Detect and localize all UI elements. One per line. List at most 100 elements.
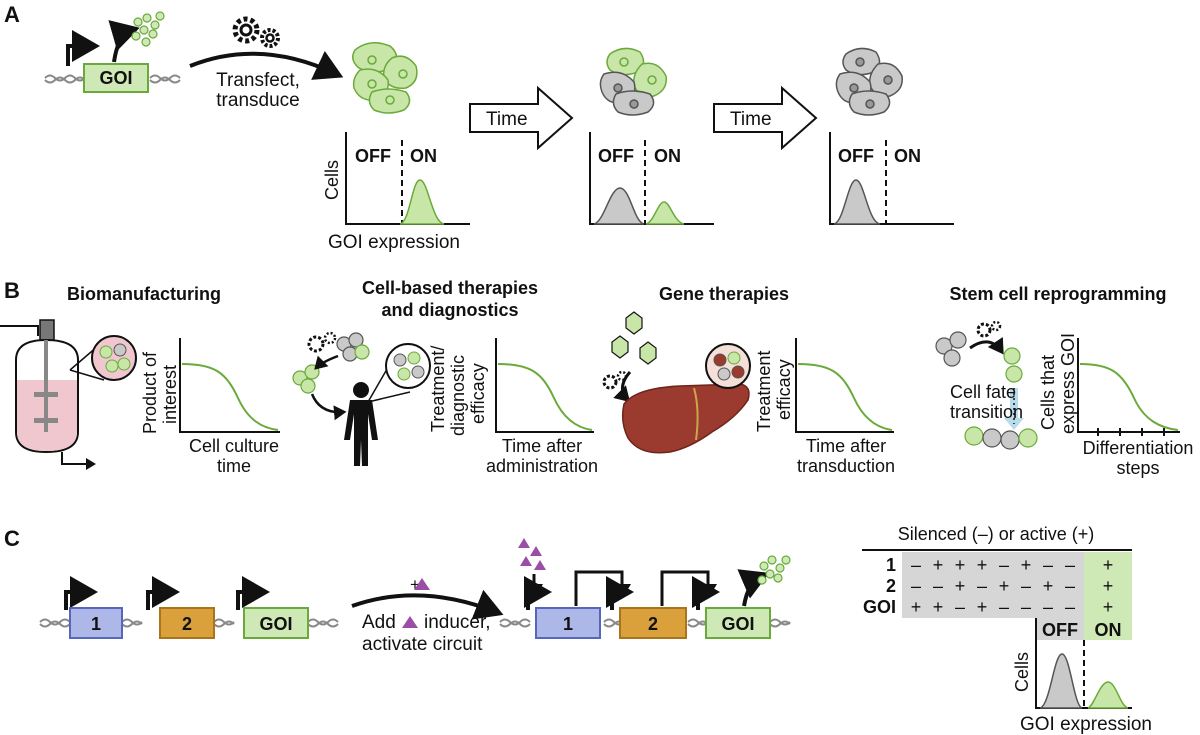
bio-x-label-1: Cell culture — [189, 436, 279, 456]
goi-box-c — [243, 607, 309, 639]
dna-strand-c-active-icon — [499, 618, 791, 628]
expression-arrow-icon — [108, 20, 140, 63]
table-cell: – — [999, 597, 1009, 617]
promoter-2-active-icon — [606, 576, 634, 610]
table-cell: + — [911, 597, 922, 617]
table-cell: + — [1021, 555, 1032, 575]
gene-2-active-box — [619, 607, 687, 639]
chart-gene-therapies — [795, 338, 894, 433]
table-cell: + — [933, 597, 944, 617]
table-cell: + — [1103, 555, 1114, 575]
chart-biomanufacturing — [179, 338, 280, 433]
table-cell: – — [999, 555, 1009, 575]
histogram-c — [1035, 618, 1132, 709]
panel-label-a: A — [4, 2, 20, 27]
activation-1-to-2-arrow — [574, 570, 631, 606]
protein-dots-c-icon — [757, 555, 791, 585]
off-label-3: OFF — [838, 146, 874, 166]
cell-to-patient-arrow-2 — [310, 393, 347, 421]
panel-label-c: C — [4, 526, 20, 551]
title-cell-therapies-1: Cell-based therapies — [362, 278, 538, 298]
chart-cell-therapies — [495, 338, 594, 433]
stem-arrow — [969, 337, 1004, 355]
title-biomanufacturing: Biomanufacturing — [67, 284, 221, 304]
table-off-bg — [902, 552, 1084, 618]
dna-strand-c-icon — [39, 618, 339, 628]
off-peak-c — [1039, 653, 1083, 709]
time-label-2: Time — [730, 109, 772, 130]
gene-x-label-2: transduction — [797, 456, 895, 476]
transfect-label-2: transduce — [216, 90, 299, 111]
table-cell: + — [955, 555, 966, 575]
cell-y-label-2: diagnostic — [448, 355, 468, 436]
table-cell: – — [1065, 576, 1075, 596]
goi-active-box — [705, 607, 771, 639]
table-cell: – — [1043, 597, 1053, 617]
bio-y-label-1: Product of — [140, 351, 160, 434]
promoter-goi-icon — [236, 576, 270, 610]
inducer-triangle-small-icon — [402, 616, 418, 628]
x-label-goi-a: GOI expression — [328, 232, 460, 253]
goi-box — [83, 63, 149, 93]
stem-y-label-2: express GOI — [1058, 333, 1078, 434]
fate-label-1: Cell fate — [950, 382, 1016, 402]
table-title: Silenced (–) or active (+) — [898, 524, 1095, 544]
off-label-c: OFF — [1042, 620, 1078, 640]
promoter-arrow-icon — [66, 30, 100, 66]
inducer-molecules-icon — [518, 538, 546, 570]
table-cell: + — [977, 597, 988, 617]
liver-icon — [621, 383, 750, 454]
time-arrow-2-icon — [713, 85, 818, 151]
promoter-2-icon — [146, 576, 180, 610]
zoom-circle-liver-icon — [705, 343, 751, 389]
person-icon — [344, 382, 378, 466]
goi-label-c: GOI — [259, 614, 292, 634]
goi-active-label: GOI — [721, 614, 754, 634]
off-label-2: OFF — [598, 146, 634, 166]
y-label-cells-a: Cells — [322, 160, 342, 200]
bioreactor-icon — [0, 319, 137, 470]
on-label-c: ON — [1095, 620, 1122, 640]
table-cell: + — [1103, 597, 1114, 617]
x-label-goi-c: GOI expression — [1020, 714, 1152, 735]
stem-x-label-1: Differentiation — [1083, 438, 1194, 458]
table-cell: – — [1065, 555, 1075, 575]
gear-icon-stem — [976, 320, 1002, 338]
table-row-label: 2 — [886, 576, 896, 596]
gene-y-label-1: Treatment — [754, 351, 774, 432]
gene-2-active-label: 2 — [648, 614, 658, 634]
promoter-1-icon — [64, 576, 98, 610]
gene-1-label: 1 — [91, 614, 101, 634]
table-cell: + — [955, 576, 966, 596]
cell-y-label-1: Treatment/ — [428, 346, 448, 432]
gene-2-label: 2 — [182, 614, 192, 634]
on-peak-2 — [645, 201, 685, 225]
mixed-cells-icon — [599, 47, 667, 116]
off-label-1: OFF — [355, 146, 391, 166]
histogram-1 — [345, 132, 470, 225]
table-row-label: GOI — [863, 597, 896, 617]
cell-y-label-3: efficacy — [468, 363, 488, 424]
gene-y-label-2: efficacy — [774, 359, 794, 420]
gene-1-active-label: 1 — [563, 614, 573, 634]
cell-therapy-cells-icon — [292, 331, 370, 394]
table-cell: + — [933, 555, 944, 575]
on-peak — [399, 179, 445, 225]
bio-x-label-2: time — [217, 456, 251, 476]
on-label-2: ON — [654, 146, 681, 166]
transfect-label-1: Transfect, — [216, 70, 300, 91]
table-cell: – — [977, 576, 987, 596]
y-label-cells-c: Cells — [1012, 652, 1032, 692]
activate-arrow-icon — [351, 589, 504, 620]
transfect-arrow-icon — [189, 50, 344, 80]
table-on-bg — [1084, 552, 1132, 640]
goi-label: GOI — [99, 68, 132, 88]
virus-icon — [611, 311, 657, 365]
table-cell: – — [955, 597, 965, 617]
gene-1-box — [69, 607, 123, 639]
virus-to-liver-arrow — [613, 371, 632, 403]
stem-y-label-1: Cells that — [1038, 355, 1058, 430]
histogram-2 — [589, 132, 714, 225]
dna-strand-icon — [44, 74, 181, 84]
table-cell: – — [1021, 576, 1031, 596]
